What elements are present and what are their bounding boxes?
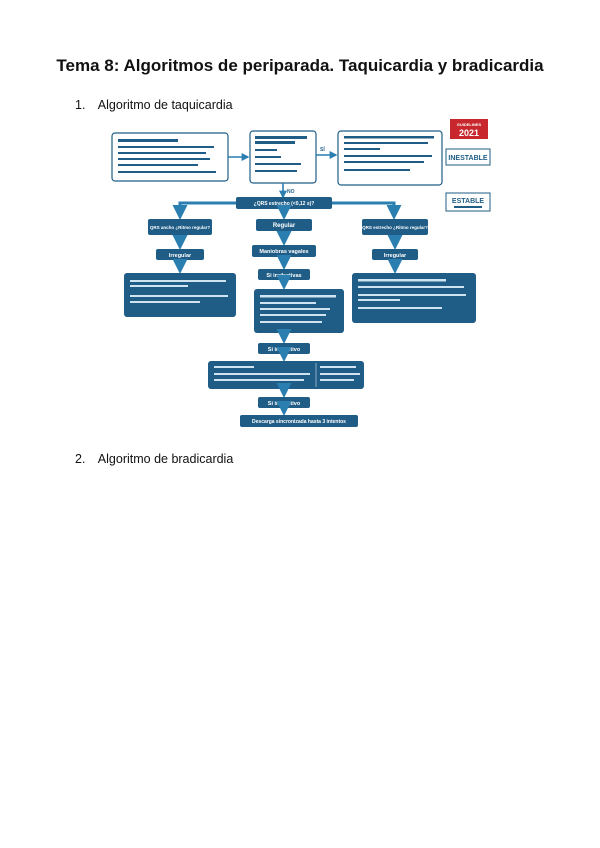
vagal-maneuvers-box [252, 245, 316, 257]
if-ineffective-label-2: Si inefectivo [268, 347, 301, 353]
narrow-qrs-question: QRS estrecho ¿Ritmo regular? [362, 225, 428, 230]
narrow-qrs-regular-question-box [362, 219, 428, 235]
inestable-label: INESTABLE [448, 155, 487, 162]
yes-label: SÍ [320, 145, 325, 153]
regular-label: Regular [273, 223, 296, 229]
badge-year: 2021 [459, 128, 479, 138]
tachycardia-algorithm-diagram: SÍ GUIDELINES 2021 INESTABLE ESTABLE NO … [108, 117, 492, 435]
estable-label: ESTABLE [452, 198, 484, 205]
guidelines-2021-badge [450, 119, 488, 139]
vagal-maneuvers-label: Maniobras vagales [259, 249, 308, 255]
irregular-left-label: Irregular [169, 253, 192, 259]
inestable-tag [445, 148, 491, 166]
no-label: NO [287, 189, 295, 195]
irregular-right-label: Irregular [384, 253, 407, 259]
page-title: Tema 8: Algoritmos de periparada. Taquic… [56, 56, 544, 75]
algorithm-flowchart: SÍ GUIDELINES 2021 INESTABLE ESTABLE NO … [111, 119, 491, 427]
wide-qrs-regular-question-box [148, 219, 212, 235]
qrs-narrow-question: ¿QRS estrecho (<0,12 s)? [254, 201, 315, 207]
synchronized-shock-label: Descarga sincronizada hasta 3 intentos [252, 419, 346, 425]
section-label: Algoritmo de taquicardia [97, 98, 233, 112]
wide-qrs-question: QRS ancho ¿Ritmo regular? [150, 225, 211, 230]
qrs-narrow-question-box [236, 197, 332, 209]
atrial-fibrillation-box [352, 273, 476, 323]
section-label: Algoritmo de bradicardia [97, 452, 234, 466]
section-number: 2. [75, 452, 86, 466]
irregular-left-box [156, 249, 204, 260]
synchronized-shock-box [240, 415, 358, 427]
section-number: 1. [75, 98, 86, 112]
badge-top-text: GUIDELINES [457, 122, 482, 127]
section-heading-taquicardia: 1. Algoritmo de taquicardia [75, 98, 233, 112]
synchronized-cardioversion-box [337, 130, 443, 186]
section-heading-bradicardia: 2. Algoritmo de bradicardia [75, 452, 233, 466]
if-ineffective-label-3: Si inefectivo [268, 401, 301, 407]
if-ineffective-box [258, 269, 310, 280]
if-ineffective-label: Si inefectivas [266, 273, 301, 279]
regular-box [256, 219, 312, 231]
irregular-right-box [372, 249, 418, 260]
